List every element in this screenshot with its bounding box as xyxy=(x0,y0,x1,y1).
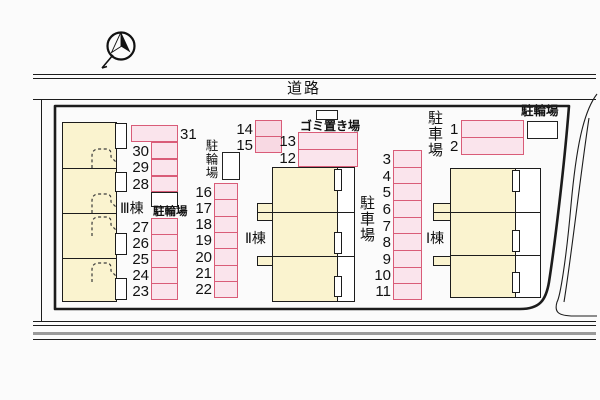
spot-label-20: 20 xyxy=(195,249,212,266)
bottom-road-line-2 xyxy=(33,325,596,327)
parking-spot-30 xyxy=(151,142,178,159)
building-1-division xyxy=(450,255,541,257)
parking-spot-16 xyxy=(214,183,238,200)
spot-label-25: 25 xyxy=(132,251,149,268)
spot-label-8: 8 xyxy=(382,234,391,251)
parking-spot-23 xyxy=(151,283,178,300)
building-2-division xyxy=(257,212,355,214)
spot-label-5: 5 xyxy=(382,184,391,201)
parking-spot-19 xyxy=(214,232,238,249)
road-label: 道路 xyxy=(287,80,322,97)
spot-label-10: 10 xyxy=(374,267,391,284)
building-1-stair-slit xyxy=(512,170,520,192)
building-1 xyxy=(450,168,515,298)
car-parking-right-label: 駐車場 xyxy=(426,110,443,158)
bicycle-parking-middle-label: 駐輪場 xyxy=(203,139,218,180)
parking-spot-22 xyxy=(214,281,238,298)
parking-spot-10 xyxy=(393,267,422,284)
parking-spot-27 xyxy=(151,218,178,235)
bicycle-parking-left-box xyxy=(151,192,178,207)
bicycle-parking-top-right-label: 駐輪場 xyxy=(521,104,559,118)
spot-label-27: 27 xyxy=(132,219,149,236)
spot-label-13: 13 xyxy=(279,133,296,150)
building-2-division xyxy=(272,256,355,258)
spot-label-18: 18 xyxy=(195,216,212,233)
spot-label-2: 2 xyxy=(450,138,459,155)
parking-spot-13 xyxy=(298,132,358,150)
building-3 xyxy=(62,122,117,302)
spot-label-29: 29 xyxy=(132,159,149,176)
building-1-division xyxy=(433,212,541,214)
parking-spot-31 xyxy=(131,125,178,142)
spot-label-11: 11 xyxy=(375,283,391,300)
spot-label-26: 26 xyxy=(132,235,149,252)
parking-spot-26 xyxy=(151,234,178,251)
outer-fence-line xyxy=(555,93,598,317)
parking-spot-24 xyxy=(151,267,178,284)
outer-fence-line-2 xyxy=(563,117,590,303)
spot-label-14: 14 xyxy=(236,121,253,138)
parking-spot-21 xyxy=(214,265,238,282)
north-arrow-icon xyxy=(101,31,136,69)
building-3-label: Ⅲ棟 xyxy=(120,200,144,216)
parking-spot-12 xyxy=(298,149,358,167)
building-2-stair-slit xyxy=(334,232,342,254)
garbage-area-label: ゴミ置き場 xyxy=(300,119,361,133)
parking-spot-9 xyxy=(393,250,422,268)
spot-label-19: 19 xyxy=(195,232,212,249)
bottom-road-line-3 xyxy=(33,332,596,335)
building-2-label: Ⅱ棟 xyxy=(245,230,266,246)
parking-spot-1 xyxy=(461,120,524,138)
parking-spot-3 xyxy=(393,150,422,168)
spot-label-22: 22 xyxy=(195,281,212,298)
building-3-division xyxy=(63,168,116,170)
building-2 xyxy=(272,167,337,302)
building-2-stair-slit xyxy=(334,276,342,297)
building-3-division xyxy=(63,258,116,260)
spot-label-1: 1 xyxy=(450,121,459,138)
bicycle-parking-left-label: 駐輪場 xyxy=(153,206,188,218)
parking-spot-29 xyxy=(151,159,178,176)
parking-spot-17 xyxy=(214,199,238,217)
spot-label-7: 7 xyxy=(382,218,391,235)
bicycle-parking-middle-box xyxy=(222,152,240,180)
parking-spot-7 xyxy=(393,217,422,234)
building-1-stair-slit xyxy=(512,230,520,252)
spot-label-17: 17 xyxy=(195,200,212,217)
spot-label-24: 24 xyxy=(132,267,149,284)
parking-spot-28 xyxy=(151,176,178,192)
spot-label-16: 16 xyxy=(195,184,212,201)
building-1-stair-slit xyxy=(512,272,520,293)
bottom-road-line-1 xyxy=(33,321,596,323)
spot-label-30: 30 xyxy=(132,143,149,160)
parking-spot-4 xyxy=(393,167,422,184)
spot-label-31: 31 xyxy=(180,126,197,143)
spot-label-21: 21 xyxy=(195,265,212,282)
road-bottom-line xyxy=(33,99,596,101)
parking-spot-2 xyxy=(461,137,524,155)
spot-label-15: 15 xyxy=(236,137,253,154)
parking-spot-25 xyxy=(151,250,178,268)
spot-label-23: 23 xyxy=(132,283,149,300)
parking-spot-5 xyxy=(393,183,422,201)
parking-spot-18 xyxy=(214,216,238,233)
spot-label-3: 3 xyxy=(382,151,391,168)
bottom-road-line-4 xyxy=(33,339,596,341)
building-2-stair-slit xyxy=(334,169,342,191)
parking-spot-20 xyxy=(214,248,238,266)
road-top-line-1 xyxy=(33,74,596,76)
building-1-label: Ⅰ棟 xyxy=(426,230,445,246)
parking-spot-11 xyxy=(393,283,422,300)
parking-spot-6 xyxy=(393,200,422,218)
left-boundary-line xyxy=(41,100,43,322)
spot-label-12: 12 xyxy=(279,150,296,167)
spot-label-4: 4 xyxy=(382,168,391,185)
bicycle-parking-top-right-box xyxy=(527,121,558,139)
spot-label-6: 6 xyxy=(382,201,391,218)
building-3-division xyxy=(63,213,116,215)
spot-label-9: 9 xyxy=(382,251,391,268)
parking-spot-8 xyxy=(393,233,422,251)
spot-label-28: 28 xyxy=(132,176,149,193)
road-top-line-2 xyxy=(33,78,596,80)
